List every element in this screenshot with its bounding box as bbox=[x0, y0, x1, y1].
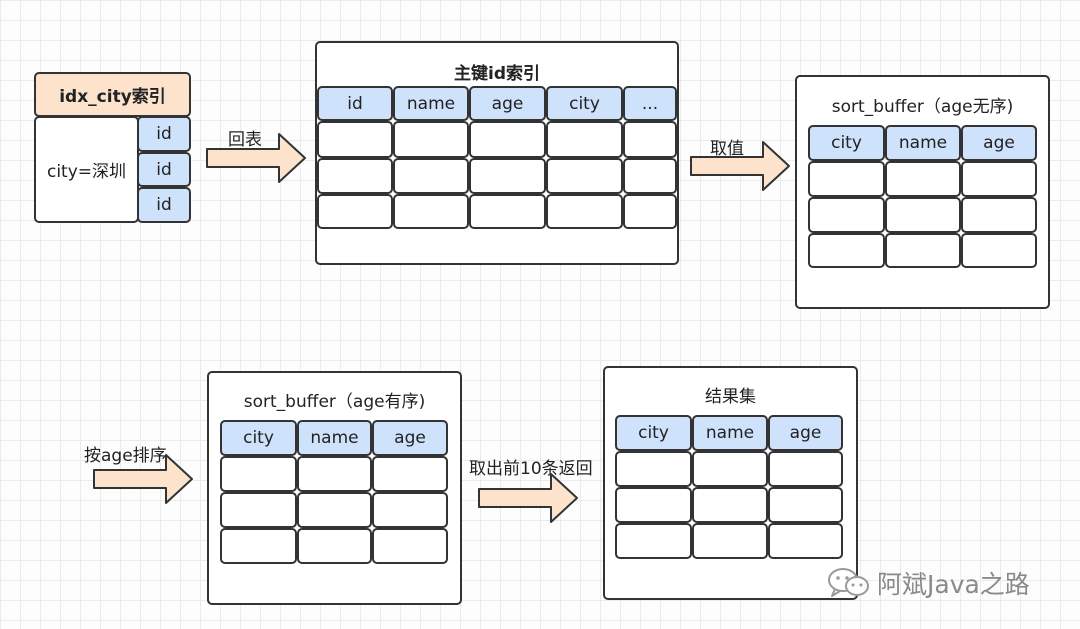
table-cell bbox=[297, 528, 372, 564]
table-cell bbox=[393, 158, 469, 194]
arrow-label-sort-by-age: 按age排序 bbox=[84, 446, 167, 466]
table-cell bbox=[808, 233, 885, 268]
table-cell bbox=[615, 523, 692, 559]
table-cell bbox=[692, 451, 768, 487]
table-cell bbox=[808, 161, 885, 197]
idx-city-title: idx_city索引 bbox=[59, 87, 166, 107]
header-cell-id: id bbox=[317, 86, 393, 121]
sort-buffer-unsorted-title: sort_buffer（age无序) bbox=[831, 97, 1014, 117]
arrow-label-quzhi: 取值 bbox=[710, 139, 744, 159]
table-cell bbox=[372, 492, 448, 528]
table-cell bbox=[961, 233, 1037, 268]
header-cell-city: city bbox=[808, 125, 885, 161]
table-cell bbox=[469, 194, 546, 229]
table-cell bbox=[885, 161, 961, 197]
table-cell bbox=[615, 487, 692, 523]
table-cell bbox=[317, 158, 393, 194]
idx-id-cell: id bbox=[137, 152, 191, 187]
table-cell bbox=[220, 492, 297, 528]
header-cell-city: city bbox=[220, 420, 297, 456]
table-cell bbox=[623, 158, 677, 194]
right-arrow-icon bbox=[690, 141, 790, 191]
idx-city-title-box: idx_city索引 bbox=[34, 72, 191, 117]
idx-city-label: city=深圳 bbox=[46, 162, 127, 182]
table-cell bbox=[546, 194, 623, 229]
header-cell-more: ... bbox=[623, 86, 677, 121]
table-cell bbox=[393, 194, 469, 229]
table-cell bbox=[469, 121, 546, 158]
table-cell bbox=[692, 487, 768, 523]
primary-index-title: 主键id索引 bbox=[454, 64, 540, 84]
idx-city-body: city=深圳 bbox=[34, 116, 139, 223]
table-cell bbox=[885, 233, 961, 268]
table-cell bbox=[372, 456, 448, 492]
table-cell bbox=[469, 158, 546, 194]
table-cell bbox=[220, 456, 297, 492]
table-cell bbox=[692, 523, 768, 559]
table-cell bbox=[961, 197, 1037, 233]
sort-buffer-sorted-title: sort_buffer（age有序) bbox=[243, 392, 426, 412]
right-arrow-icon bbox=[478, 473, 578, 523]
table-cell bbox=[623, 121, 677, 158]
result-set-title: 结果集 bbox=[705, 387, 756, 407]
table-cell bbox=[623, 194, 677, 229]
header-cell-name: name bbox=[692, 415, 768, 451]
table-cell bbox=[961, 161, 1037, 197]
table-cell bbox=[372, 528, 448, 564]
table-cell bbox=[317, 121, 393, 158]
header-cell-city: city bbox=[546, 86, 623, 121]
header-cell-name: name bbox=[393, 86, 469, 121]
table-cell bbox=[297, 456, 372, 492]
table-cell bbox=[297, 492, 372, 528]
header-cell-city: city bbox=[615, 415, 692, 451]
table-cell bbox=[220, 528, 297, 564]
table-cell bbox=[546, 121, 623, 158]
table-cell bbox=[393, 121, 469, 158]
arrow-label-huibiao: 回表 bbox=[228, 130, 262, 150]
idx-id-cell: id bbox=[137, 187, 191, 223]
table-cell bbox=[615, 451, 692, 487]
header-cell-age: age bbox=[372, 420, 448, 456]
table-cell bbox=[808, 197, 885, 233]
table-cell bbox=[317, 194, 393, 229]
table-cell bbox=[885, 197, 961, 233]
table-cell bbox=[768, 523, 843, 559]
header-cell-name: name bbox=[885, 125, 961, 161]
header-cell-age: age bbox=[469, 86, 546, 121]
header-cell-age: age bbox=[961, 125, 1037, 161]
right-arrow-icon bbox=[206, 133, 306, 183]
right-arrow-icon bbox=[93, 454, 193, 504]
header-cell-age: age bbox=[768, 415, 843, 451]
table-cell bbox=[546, 158, 623, 194]
table-cell bbox=[768, 487, 843, 523]
arrow-label-take-top: 取出前10条返回 bbox=[469, 459, 593, 479]
table-cell bbox=[768, 451, 843, 487]
wechat-icon bbox=[828, 568, 869, 597]
header-cell-name: name bbox=[297, 420, 372, 456]
idx-id-cell: id bbox=[137, 116, 191, 152]
watermark-text: 阿斌Java之路 bbox=[877, 570, 1030, 599]
